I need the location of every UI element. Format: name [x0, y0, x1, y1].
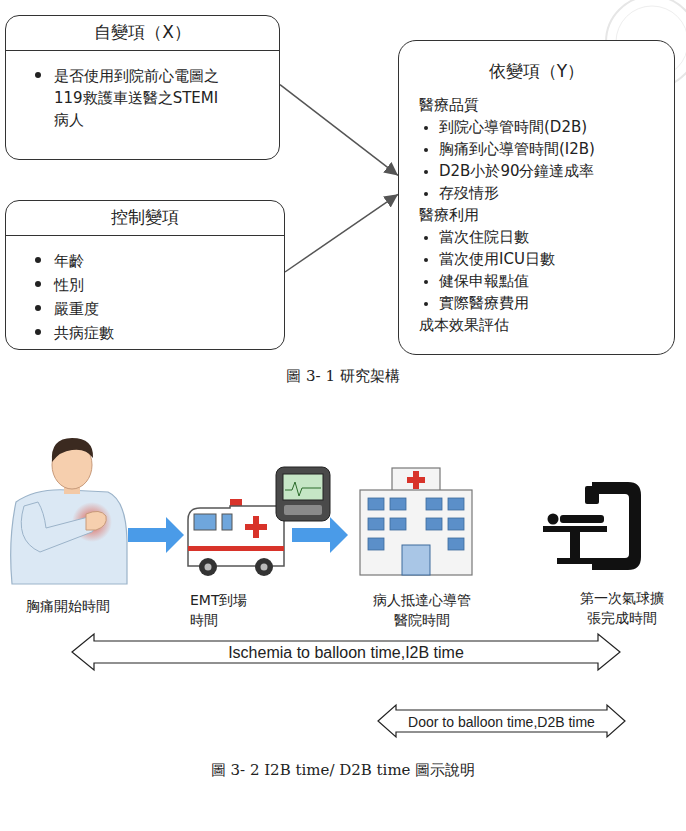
sleeve: [21, 502, 96, 552]
flow-arrow: [292, 517, 348, 553]
hub: [261, 564, 268, 571]
bullet-item: 是否使用到院前心電圖之119救護車送醫之STEMI病人: [54, 63, 229, 131]
box-heading: 自變項（X）: [6, 16, 279, 51]
variable-box: 控制變項年齡性別嚴重度共病症數: [5, 200, 285, 350]
window: [448, 498, 464, 510]
timepoint-label: 第一次氣球擴張完成時間: [577, 588, 667, 628]
window: [448, 518, 464, 530]
interval-double-arrow: [378, 705, 625, 737]
window: [368, 538, 384, 550]
wheel: [255, 558, 273, 576]
bullet-item: D2B小於90分鐘達成率: [439, 160, 664, 182]
patient-head: [548, 514, 559, 525]
group-heading: 醫療利用: [419, 204, 664, 226]
interval-label: Door to balloon time,D2B time: [396, 712, 607, 732]
hospital-illustration: [360, 468, 472, 575]
hospital-top: [392, 468, 440, 492]
bullet-item: 到院心導管時間(D2B): [439, 116, 664, 138]
ambulance-body: [188, 506, 284, 566]
door: [402, 545, 430, 575]
window: [390, 498, 406, 510]
bullet-item: 胸痛到心導管時間(I2B): [439, 138, 664, 160]
figure-caption: 圖 3- 1 研究架構: [193, 366, 493, 387]
timepoint-label: 病人抵達心導管醫院時間: [372, 590, 472, 630]
bullet-item: 共病症數: [54, 320, 264, 344]
box-heading: 控制變項: [6, 201, 284, 236]
ecg-device-illustration: [276, 467, 330, 521]
red-cross: [245, 524, 267, 530]
figure-caption: 圖 3- 2 I2B time/ D2B time 圖示說明: [118, 760, 568, 781]
box-heading: 依變項（Y）: [399, 59, 674, 83]
ecg-trace: [285, 482, 321, 496]
hand: [86, 511, 106, 530]
x-ray-tube: [585, 486, 599, 504]
bullet-item: 當次住院日數: [439, 226, 664, 248]
timepoint-label: 胸痛開始時間: [18, 596, 118, 616]
stripe: [188, 546, 284, 551]
device-screen: [283, 474, 323, 500]
variable-box: 自變項（X） 是否使用到院前心電圖之119救護車送醫之STEMI病人: [5, 15, 280, 160]
wheel: [199, 558, 217, 576]
connector-arrow: [280, 85, 398, 176]
outcome-box: 依變項（Y） 醫療品質到院心導管時間(D2B)胸痛到心導管時間(I2B)D2B小於…: [398, 40, 675, 355]
window: [368, 498, 384, 510]
window: [426, 498, 442, 510]
bullet-item: 嚴重度: [54, 296, 264, 320]
window: [194, 514, 216, 530]
bullet-item: 健保申報點值: [439, 270, 664, 292]
ambulance-illustration: [188, 499, 284, 576]
timepoint-label: EMT到場時間: [190, 590, 260, 630]
connector-layer: [280, 85, 398, 272]
table-top: [543, 526, 607, 532]
window: [368, 518, 384, 530]
red-cross: [407, 477, 425, 483]
group-heading: 成本效果評估: [419, 314, 664, 336]
table-base: [557, 558, 593, 564]
device-case: [276, 467, 330, 521]
connector-arrow: [285, 194, 398, 272]
window: [390, 518, 406, 530]
bullet-item: 年齡: [54, 248, 264, 272]
patient-body: [560, 515, 604, 523]
window: [426, 518, 442, 530]
window: [222, 514, 232, 530]
hair: [52, 438, 93, 462]
bullet-item: 存歿情形: [439, 182, 664, 204]
interval-label: Ischemia to balloon time,I2B time: [94, 642, 598, 664]
bullet-item: 性別: [54, 272, 264, 296]
interval-double-arrow: [72, 634, 620, 670]
shirt: [11, 490, 127, 584]
flow-arrow: [128, 517, 184, 553]
group-heading: 醫療品質: [419, 94, 664, 116]
keypad: [284, 505, 322, 515]
hospital-building: [360, 490, 472, 575]
window-grid: [368, 498, 464, 550]
table-pedestal: [570, 532, 580, 558]
bullet-item: 當次使用ICU日數: [439, 248, 664, 270]
hub: [205, 564, 212, 571]
person-illustration: [11, 438, 127, 584]
window: [448, 538, 464, 550]
bullet-item: 實際醫療費用: [439, 292, 664, 314]
cath-lab-icon: [543, 482, 641, 570]
